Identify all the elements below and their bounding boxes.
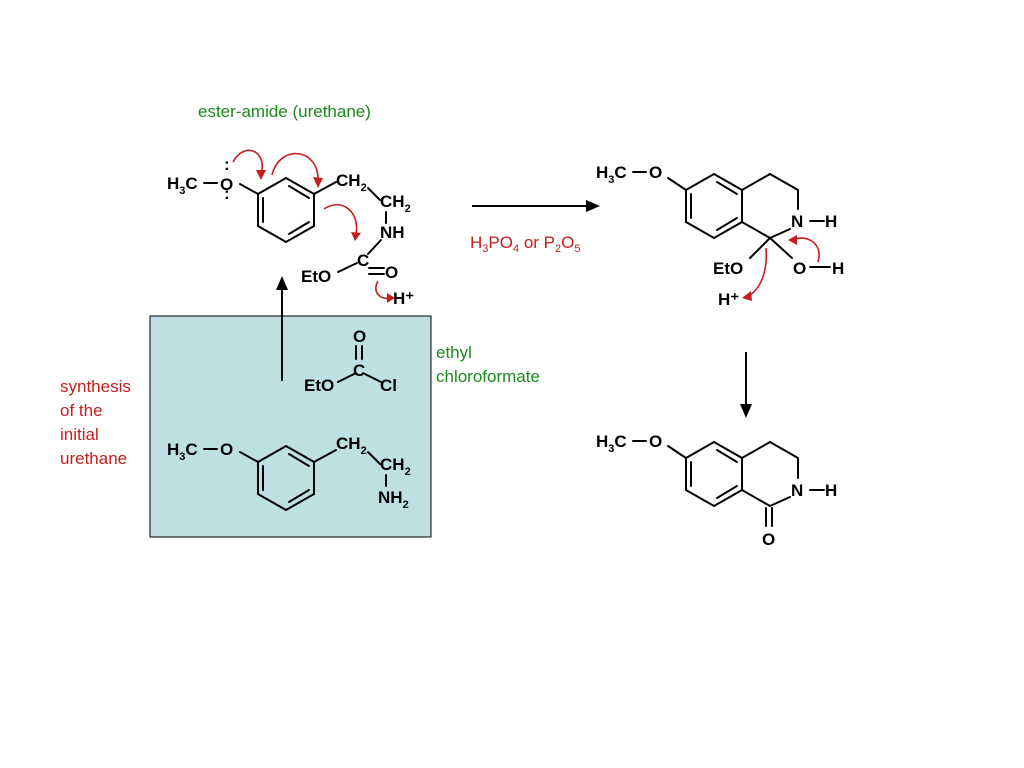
inter-ether-oxygen: O [649,163,662,182]
reagent-label-line1: ethyl [436,343,472,362]
product-carbonyl-oxygen: O [762,530,775,549]
reaction-conditions: H3PO4 or P2O5 [470,233,580,255]
synthesis-label-line1: synthesis [60,377,131,396]
synthesis-label-line2: of the [60,401,103,420]
arrow-up-head [276,276,288,290]
chlorine: Cl [380,376,397,395]
product-nitrogen: N [791,481,803,500]
lone-pair-top: : [224,155,230,174]
ether-oxygen: O [220,175,233,194]
synthesis-label-line3: initial [60,425,99,444]
ch2-upper: CH2 [336,171,367,194]
ethoxy-group: EtO [301,267,331,286]
arrow-down-head [740,404,752,418]
amine-nh2: NH2 [378,488,409,511]
inter-n-hydrogen: H [825,212,837,231]
amine-ch2-lower: CH2 [380,455,411,478]
arrowhead-4 [387,293,395,303]
nh-group: NH [380,223,405,242]
amine-ether-oxygen: O [220,440,233,459]
arrow-right-head [586,200,600,212]
lone-pair-bottom: : [224,184,230,203]
carbonyl-oxygen: O [385,263,398,282]
curly-arrow-1 [232,149,264,175]
arrowhead-6 [742,291,752,301]
cyclized-intermediate: H3C O N H EtO O H H⁺ [596,163,844,309]
inter-proton: H⁺ [718,290,739,309]
curly-arrow-6 [747,247,768,297]
chloroformate-carbon: C [353,361,365,380]
urethane-label: ester-amide (urethane) [198,102,371,121]
lactam-product: H3C O N H O [596,432,837,549]
curly-arrow-2 [271,152,319,183]
inter-ethoxy: EtO [713,259,743,278]
proton-leaving: H⁺ [393,289,414,308]
product-n-hydrogen: H [825,481,837,500]
inter-nitrogen: N [791,212,803,231]
chloroformate-oxygen: O [353,327,366,346]
amine-h3c: H3C [167,440,198,463]
arrowhead-1 [256,170,266,180]
product-h3c: H3C [596,432,627,455]
inter-h3c: H3C [596,163,627,186]
product-ether-oxygen: O [649,432,662,451]
curly-arrow-3 [323,203,358,235]
arrowhead-3 [351,232,361,241]
carbonyl-carbon: C [357,251,369,270]
ethyl-chloroformate: O C EtO Cl [304,327,397,395]
urethane-molecule: H3C O : : CH2 CH2 NH C O EtO H⁺ [167,149,414,308]
starting-amine: H3C O CH2 CH2 NH2 [167,434,411,512]
amine-ch2-upper: CH2 [336,434,367,457]
h3c-methyl: H3C [167,174,198,197]
ch2-lower: CH2 [380,192,411,215]
arrowhead-2 [313,177,323,188]
inter-hydroxyl-oxygen: O [793,259,806,278]
arrowhead-5 [788,235,797,245]
reagent-label-line2: chloroformate [436,367,540,386]
inter-hydroxyl-hydrogen: H [832,259,844,278]
synthesis-label-line4: urethane [60,449,127,468]
chloroformate-ethoxy: EtO [304,376,334,395]
